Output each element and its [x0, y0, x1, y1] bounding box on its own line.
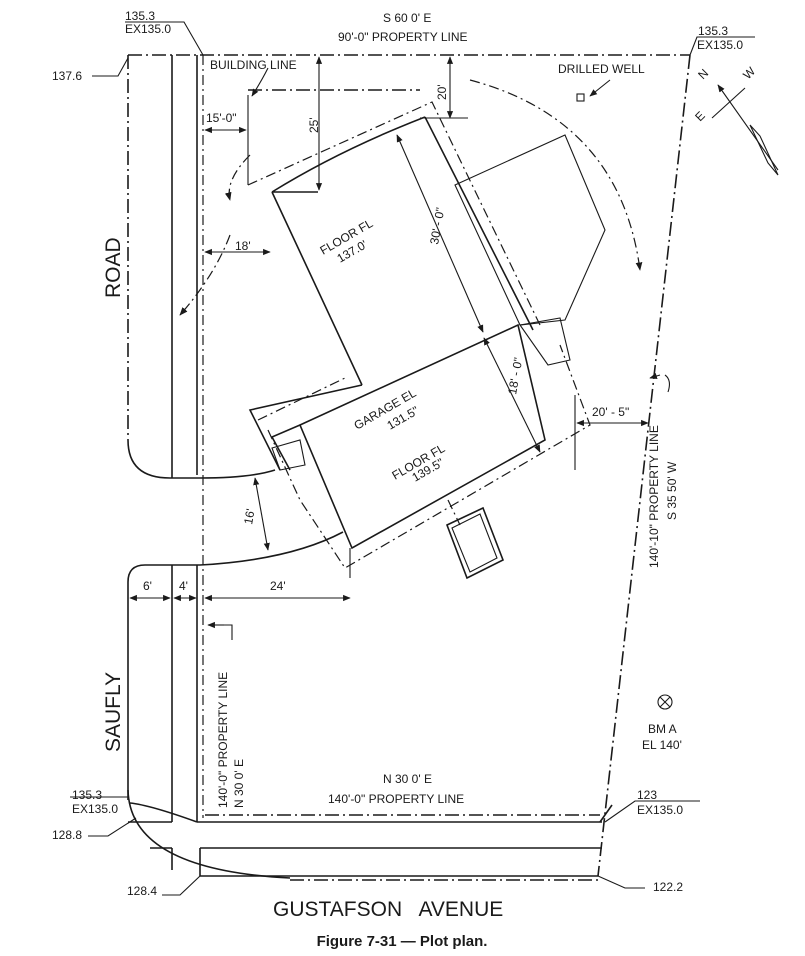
compass-e: E — [692, 109, 708, 125]
elev-bl-existing: EX135.0 — [72, 802, 118, 816]
elev-tr-proposed: 135.3 — [698, 24, 728, 38]
dim-16: 16' — [241, 508, 258, 526]
dim-20-5: 20' - 5" — [592, 405, 629, 419]
dim-18: 18' — [235, 239, 251, 253]
elev-br-street: 122.2 — [653, 880, 683, 894]
dim-15: 15'-0" — [206, 111, 237, 125]
benchmark-label: BM A — [648, 722, 677, 736]
right-length: 140'-10" PROPERTY LINE — [647, 425, 661, 568]
bottom-bearing: N 30 0' E — [383, 772, 432, 786]
elev-bl-corner: 128.8 — [52, 828, 82, 842]
elev-br-proposed: 123 — [637, 788, 657, 802]
elev-bl-proposed: 135.3 — [72, 788, 102, 802]
right-bearing: S 35 50' W — [665, 461, 679, 520]
driveway-arcs — [179, 79, 643, 316]
elev-tl-existing: EX135.0 — [125, 22, 171, 36]
dim-25: 25' — [307, 117, 321, 133]
right-property-line — [597, 54, 691, 877]
elevation-leaders — [70, 21, 755, 896]
left-length: 140'-0" PROPERTY LINE — [216, 672, 230, 808]
road-label: ROAD — [102, 237, 125, 298]
building-line — [247, 67, 420, 185]
building-line-label: BUILDING LINE — [210, 58, 297, 72]
dim-18b: 18' - 0" — [505, 356, 525, 395]
drilled-well-label: DRILLED WELL — [558, 62, 645, 76]
dim-30: 30' - 0" — [427, 206, 447, 245]
house-outline — [247, 101, 606, 580]
dimension-lines — [129, 56, 671, 640]
stairs-right — [519, 317, 571, 366]
elev-bl-street: 128.4 — [127, 884, 157, 898]
road-edges — [127, 55, 613, 879]
septic-tank — [445, 499, 505, 580]
elev-tl-proposed: 135.3 — [125, 9, 155, 23]
bottom-length: 140'-0" PROPERTY LINE — [328, 792, 464, 806]
property-lines — [127, 54, 691, 881]
elev-tr-existing: EX135.0 — [697, 38, 743, 52]
dim-20: 20' — [435, 84, 449, 100]
gustafson-label: GUSTAFSON AVENUE — [273, 898, 503, 921]
figure-caption: Figure 7-31 — Plot plan. — [317, 933, 488, 950]
top-bearing: S 60 0' E — [383, 11, 431, 25]
benchmark-icon — [657, 694, 673, 710]
left-bearing: N 30 0' E — [232, 759, 246, 808]
compass-w: W — [740, 64, 758, 82]
compass-n: N — [695, 66, 711, 82]
top-length: 90'-0" PROPERTY LINE — [338, 30, 468, 44]
elev-br-existing: EX135.0 — [637, 803, 683, 817]
saufly-label: SAUFLY — [102, 672, 125, 752]
dim-24: 24' — [270, 579, 286, 593]
elev-tl-corner: 137.6 — [52, 69, 82, 83]
compass-icon: N W E — [692, 64, 779, 176]
deck-hatched — [454, 134, 606, 326]
drilled-well-marker — [576, 93, 585, 102]
stairs-left — [271, 439, 306, 471]
dim-6: 6' — [143, 579, 152, 593]
benchmark-el: EL 140' — [642, 738, 682, 752]
dim-4: 4' — [179, 579, 188, 593]
